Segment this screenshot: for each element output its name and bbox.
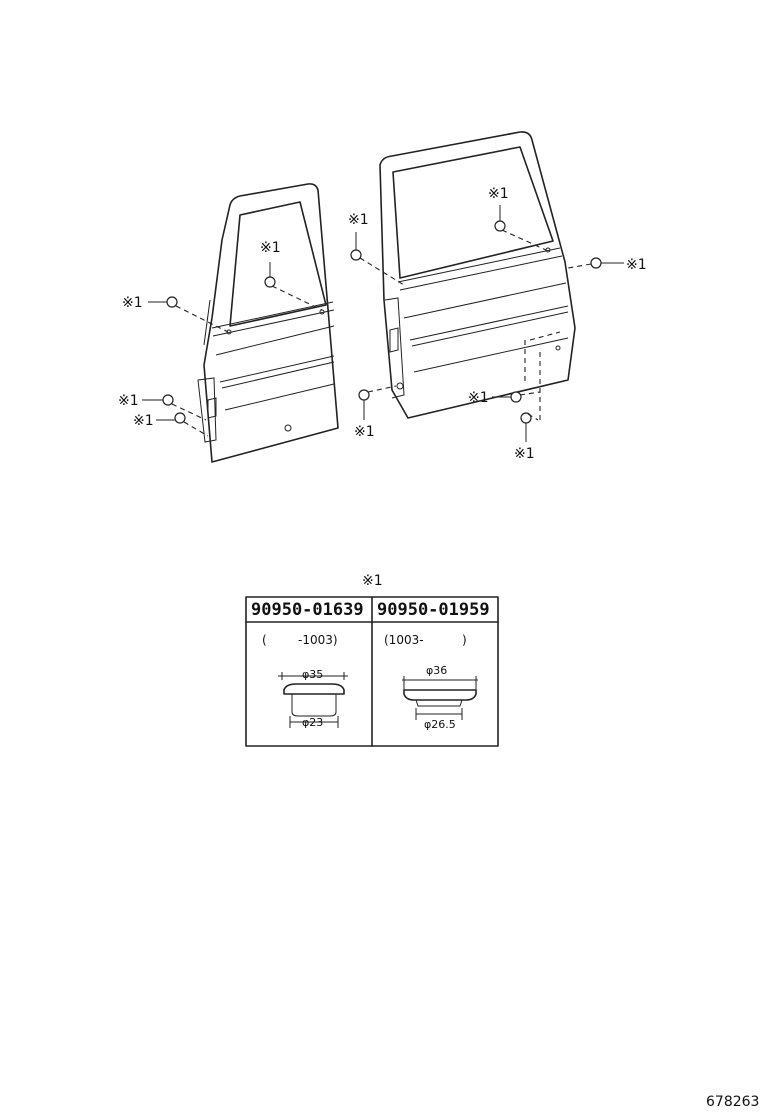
dim-outer-2: φ36	[426, 664, 447, 677]
dim-inner-2: φ26.5	[424, 718, 456, 731]
plug-drawing-2: φ36 φ26.5	[402, 664, 478, 731]
part-number-2[interactable]: 90950-01959	[377, 600, 490, 620]
callout-front-upper: ※1	[260, 240, 281, 256]
rear-door	[379, 131, 576, 420]
callout-rear-bottom-1: ※1	[468, 390, 489, 406]
front-door	[197, 183, 339, 463]
plug-rear-right[interactable]	[590, 257, 602, 269]
range-value-2: )	[462, 633, 467, 647]
callout-front-side: ※1	[122, 295, 143, 311]
plug-rear-left-top[interactable]	[350, 249, 362, 261]
plug-front-side[interactable]	[166, 296, 178, 308]
part-table: ※1 90950-01639 90950-01959 ( -1003) (100…	[245, 573, 499, 747]
callout-labels: ※1 ※1 ※1 ※1 ※1 ※1 ※1 ※1 ※1 ※1	[118, 186, 647, 462]
callout-front-lower-2: ※1	[133, 413, 154, 429]
callout-rear-upper: ※1	[488, 186, 509, 202]
plug-rear-upper[interactable]	[494, 220, 506, 232]
callout-front-lower-1: ※1	[118, 393, 139, 409]
callout-rear-left-top: ※1	[348, 212, 369, 228]
part-number-1[interactable]: 90950-01639	[251, 600, 364, 620]
dim-outer-1: φ35	[302, 668, 323, 681]
plug-rear-bottom-1[interactable]	[510, 391, 522, 403]
plug-front-upper[interactable]	[264, 276, 276, 288]
callout-leaders	[142, 205, 624, 442]
plug-drawing-1: φ35 φ23	[278, 668, 348, 729]
callout-rear-right: ※1	[626, 257, 647, 273]
plug-rear-left-bottom[interactable]	[358, 389, 370, 401]
range-value-1: -1003)	[298, 633, 338, 647]
range-open-1: (	[262, 633, 267, 647]
range-open-2: (1003-	[384, 633, 424, 647]
table-header-label: ※1	[362, 573, 383, 589]
diagram-id: 678263	[706, 1094, 759, 1110]
callout-rear-bottom-2: ※1	[514, 446, 535, 462]
plug-front-lower-1[interactable]	[162, 394, 174, 406]
plug-front-lower-2[interactable]	[174, 412, 186, 424]
dim-inner-1: φ23	[302, 716, 323, 729]
callout-rear-left-bottom: ※1	[354, 424, 375, 440]
